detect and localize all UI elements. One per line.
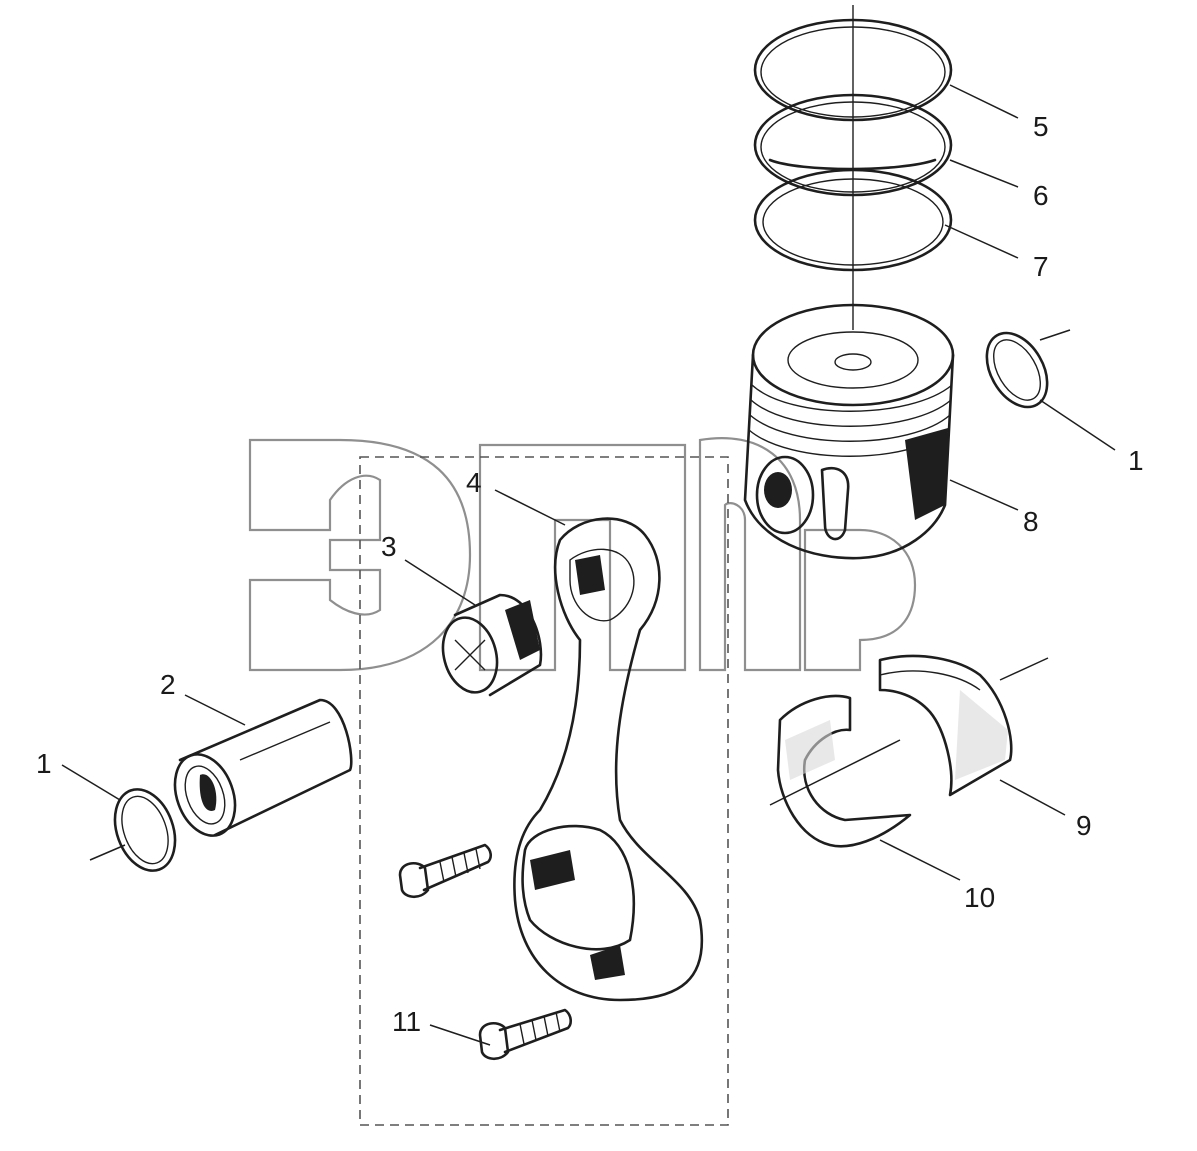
callout-10: 10	[964, 882, 995, 913]
small-end-bushing-3	[441, 593, 543, 697]
piston-8	[743, 303, 955, 560]
callout-1-left: 1	[36, 748, 52, 779]
callout-7: 7	[1033, 251, 1049, 282]
callout-11: 11	[392, 1006, 421, 1037]
leader-lines	[61, 84, 1116, 1046]
callout-2: 2	[160, 669, 176, 700]
callout-8: 8	[1023, 506, 1039, 537]
callout-1-right: 1	[1128, 445, 1144, 476]
callout-6: 6	[1033, 180, 1049, 211]
rod-bolt-11	[478, 1008, 572, 1061]
bearing-shell-10	[776, 694, 912, 848]
callout-5: 5	[1033, 111, 1049, 142]
callout-3: 3	[381, 531, 397, 562]
piston-pin-2	[173, 698, 353, 837]
callout-9: 9	[1076, 810, 1092, 841]
bearing-shell-9	[878, 654, 1013, 797]
connecting-rod-4	[513, 517, 704, 1002]
rod-assembly-boundary	[359, 456, 729, 1126]
circlip-1-left	[113, 788, 177, 872]
rod-bolt-upper	[398, 843, 492, 899]
callout-4: 4	[466, 467, 482, 498]
circlip-1-right	[985, 331, 1049, 409]
